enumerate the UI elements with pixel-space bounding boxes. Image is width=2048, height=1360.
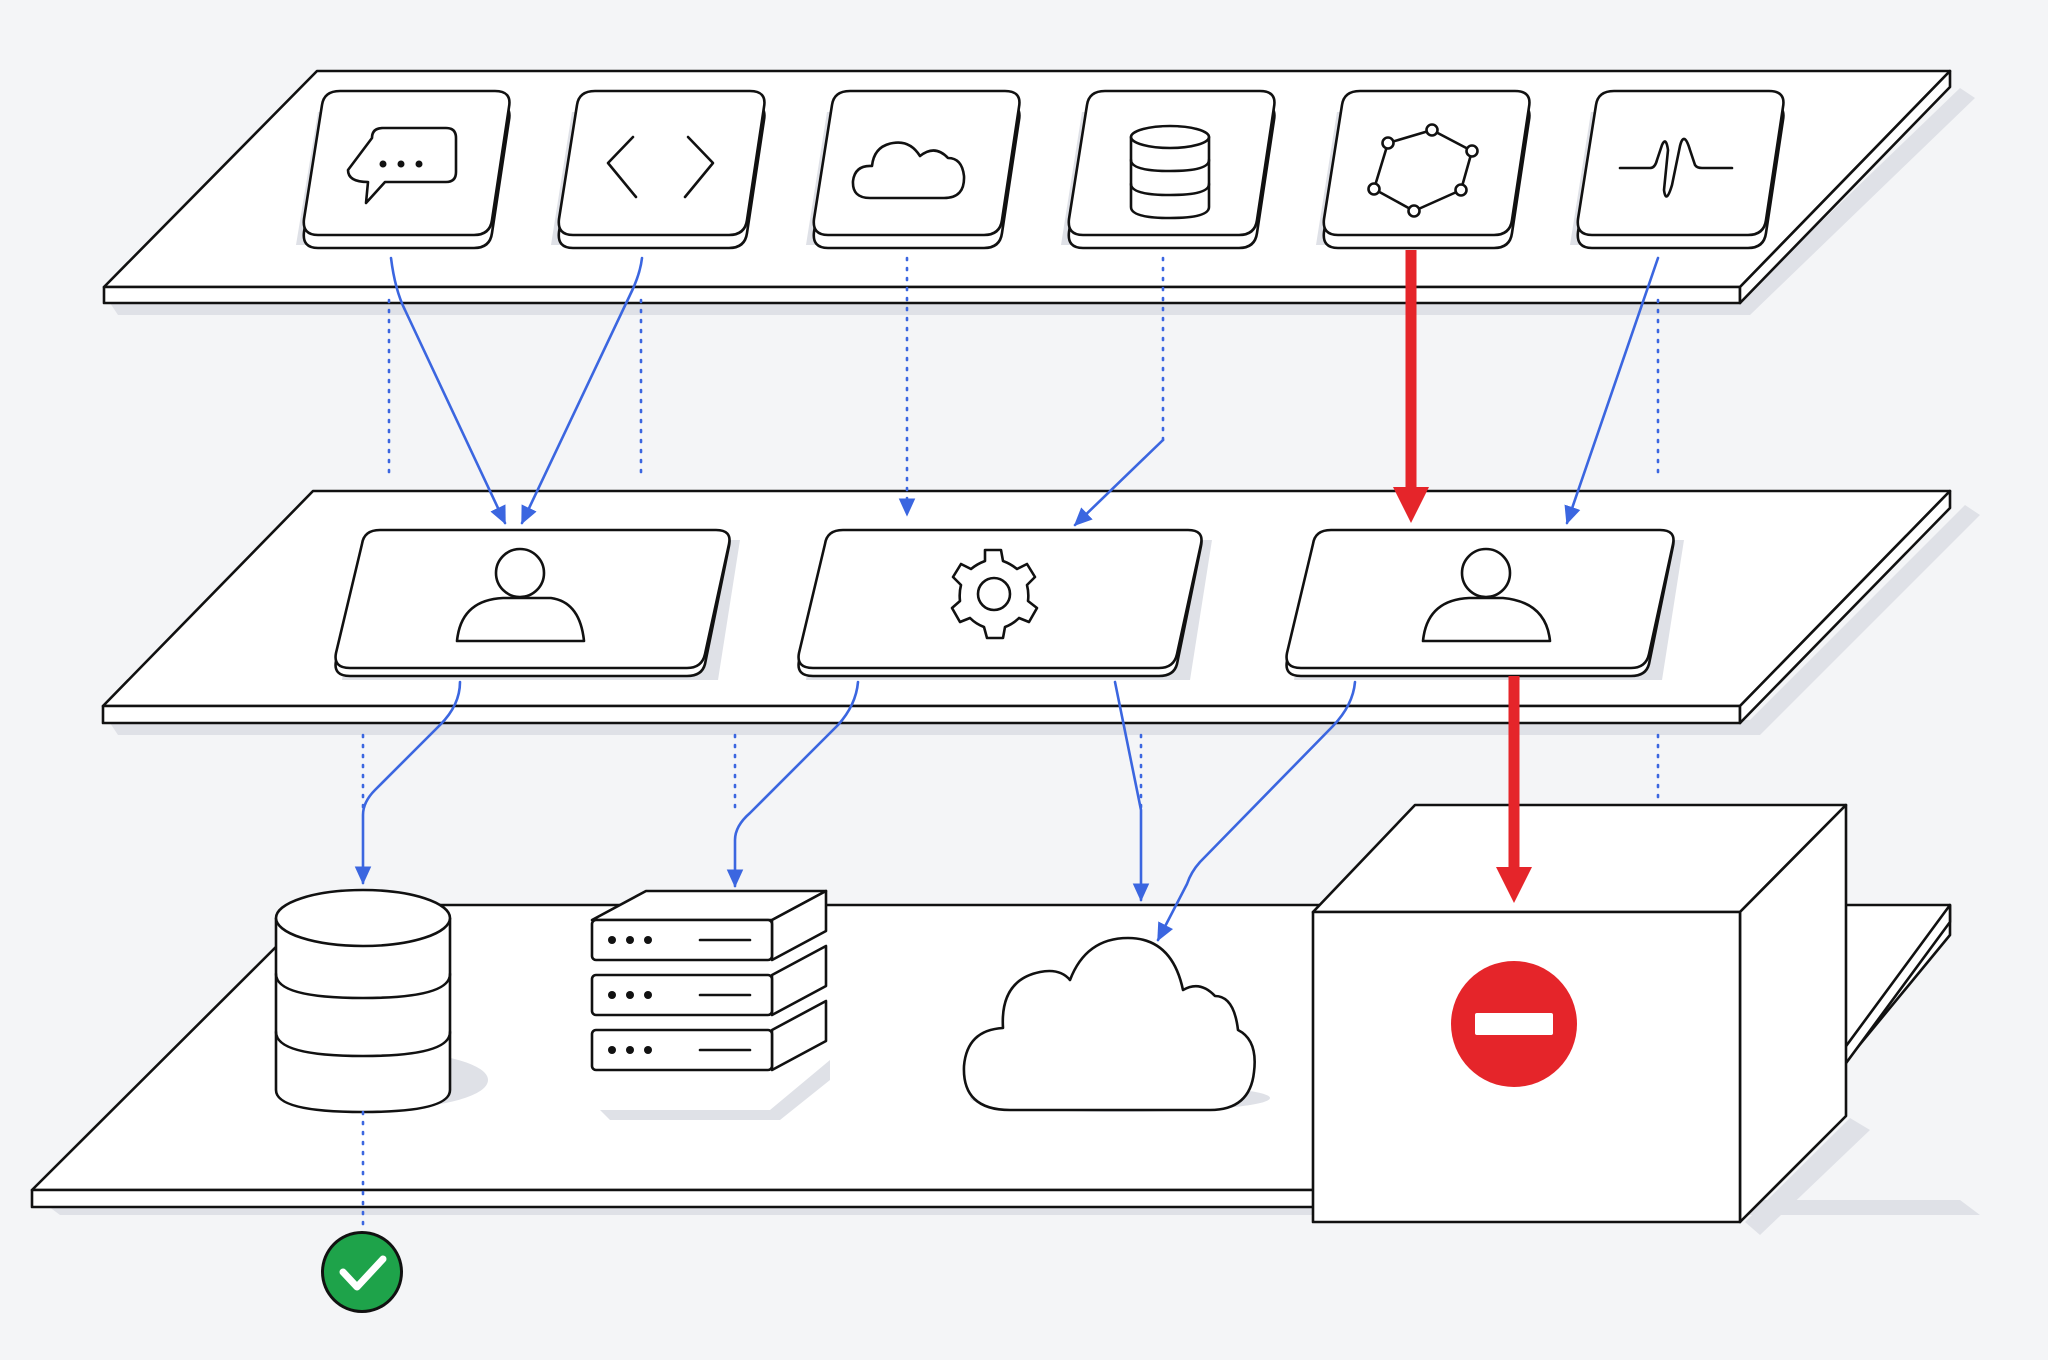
processing-gear-tile[interactable] xyxy=(797,528,1203,678)
source-code-tile[interactable] xyxy=(557,89,766,250)
arrow-database-to-gear xyxy=(1073,438,1165,527)
hexagon-graph-icon xyxy=(1367,123,1479,218)
database-icon xyxy=(1129,124,1211,220)
blocked-box-icon[interactable] xyxy=(1311,803,1870,1235)
user-icon xyxy=(455,547,586,643)
no-entry-icon xyxy=(1451,961,1577,1087)
server-stack-icon[interactable] xyxy=(590,889,830,1120)
arrow-gear-to-server xyxy=(726,680,860,888)
arrow-signal-to-user xyxy=(1564,256,1660,525)
chat-bubble-icon xyxy=(346,126,458,205)
source-database-tile[interactable] xyxy=(1067,89,1276,250)
source-signal-tile[interactable] xyxy=(1576,89,1785,250)
code-brackets-icon xyxy=(606,135,715,199)
gear-icon xyxy=(950,548,1039,640)
arrow-gear-to-cloud xyxy=(1113,680,1150,902)
cloud-icon[interactable] xyxy=(962,936,1270,1112)
processing-tiles xyxy=(334,528,1684,680)
arrow-user-to-cloud xyxy=(1156,680,1357,942)
arrow-user-to-database xyxy=(354,680,462,885)
source-tiles xyxy=(296,89,1785,250)
waveform-icon xyxy=(1618,137,1734,198)
check-circle-icon xyxy=(321,1231,403,1313)
processing-user-tile-2[interactable] xyxy=(1285,528,1675,678)
source-graph-tile[interactable] xyxy=(1322,89,1531,250)
destinations xyxy=(274,803,1870,1235)
source-chat-tile[interactable] xyxy=(302,89,511,250)
arrow-chat-to-user xyxy=(389,256,507,525)
user-icon xyxy=(1421,547,1552,643)
arrow-code-to-user xyxy=(520,256,644,525)
processing-user-tile-1[interactable] xyxy=(334,528,731,678)
source-cloud-tile[interactable] xyxy=(812,89,1021,250)
database-cylinder-icon[interactable] xyxy=(274,888,488,1114)
connections xyxy=(354,250,1660,1230)
cloud-icon xyxy=(851,141,966,200)
